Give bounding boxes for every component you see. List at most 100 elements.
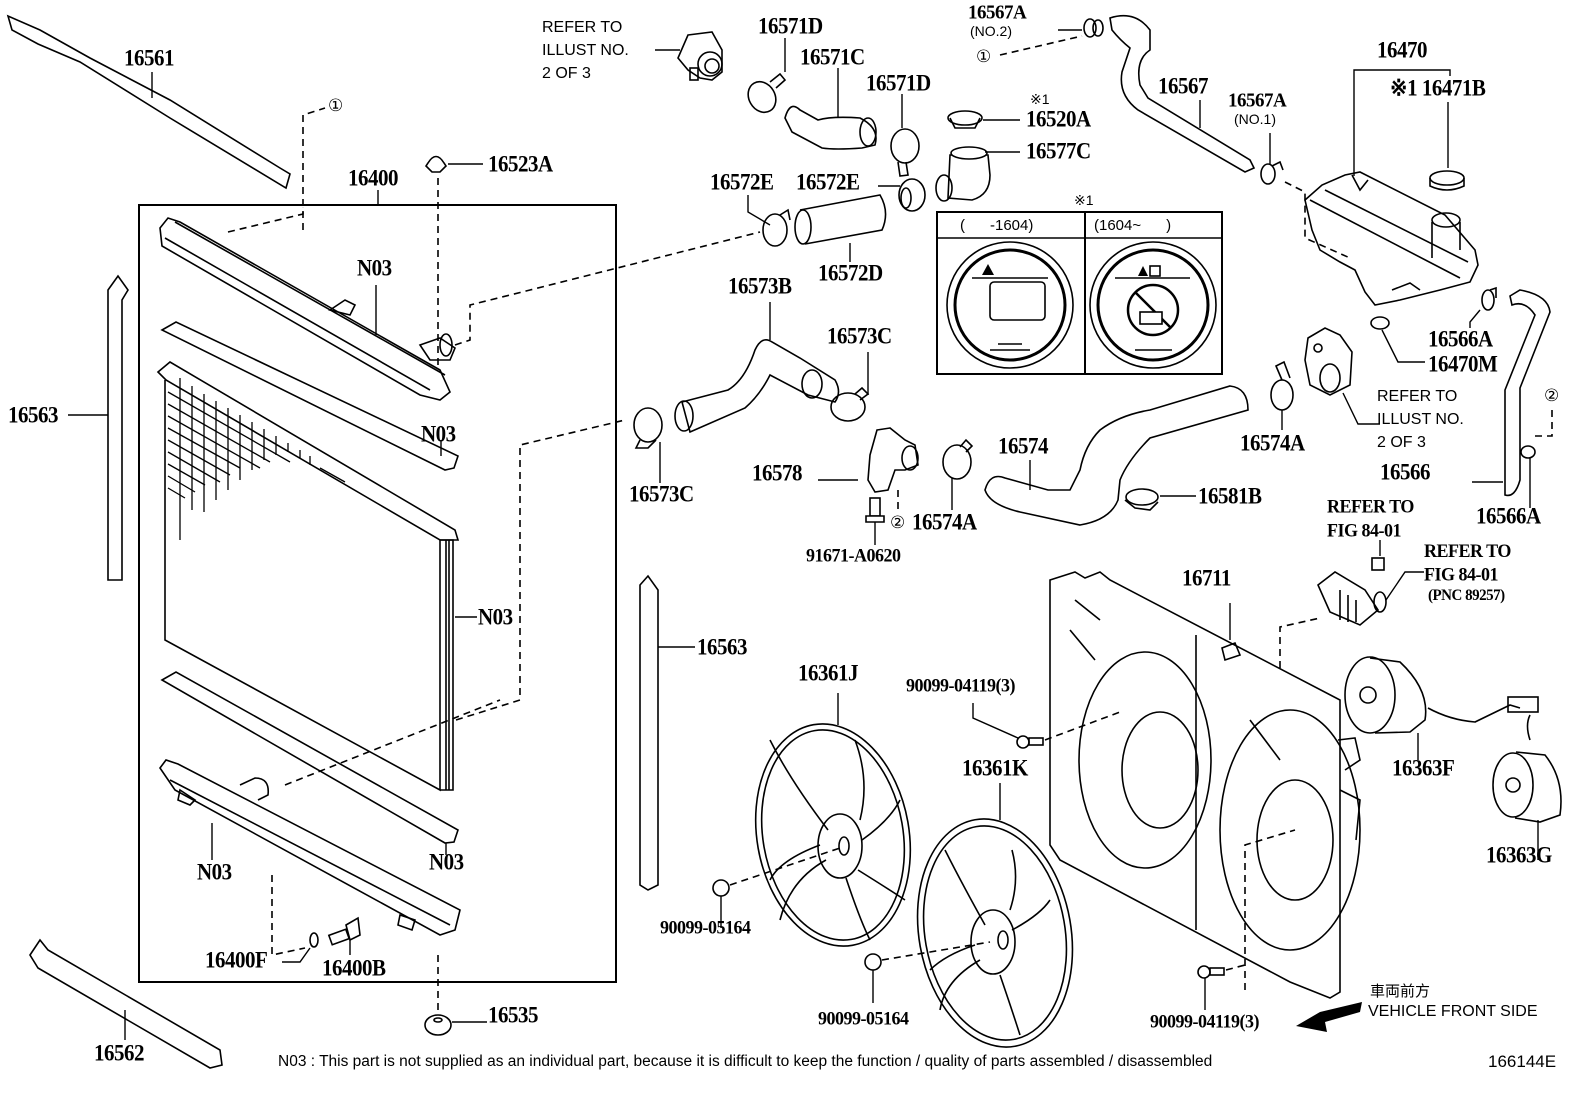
fan-motor-connector[interactable] bbox=[1507, 696, 1539, 713]
label-16363F[interactable]: 16363F bbox=[1392, 755, 1455, 781]
part-16573B-hose[interactable] bbox=[674, 339, 840, 434]
part-16581B-clamp[interactable] bbox=[1124, 488, 1159, 511]
label-16572D[interactable]: 16572D bbox=[818, 260, 883, 286]
label-16577C[interactable]: 16577C bbox=[1026, 138, 1091, 164]
part-upper-tank[interactable] bbox=[159, 217, 456, 401]
label-n03-upper[interactable]: N03 bbox=[421, 421, 456, 447]
label-16571C[interactable]: 16571C bbox=[800, 44, 865, 70]
label-16571D-b[interactable]: 16571D bbox=[866, 70, 931, 96]
part-16567A-no2-clamp[interactable] bbox=[1083, 18, 1104, 38]
part-16567-hose[interactable] bbox=[1109, 14, 1256, 173]
label-90099-05164-a[interactable]: 90099-05164 bbox=[660, 916, 751, 938]
part-fan-resistor-ref[interactable] bbox=[1317, 571, 1387, 626]
part-16571D-clamp-b[interactable] bbox=[890, 128, 920, 177]
label-16363G[interactable]: 16363G bbox=[1486, 842, 1552, 868]
part-16571C-hose[interactable] bbox=[784, 105, 877, 150]
part-16400B-drain-cock[interactable] bbox=[327, 916, 361, 946]
label-16561[interactable]: 16561 bbox=[124, 45, 175, 71]
part-16563-left-seal[interactable] bbox=[107, 274, 129, 581]
part-16573C-clamp-b[interactable] bbox=[633, 407, 663, 449]
part-16571D-clamp-a[interactable] bbox=[743, 72, 787, 117]
part-16470M-cap[interactable] bbox=[1370, 316, 1390, 330]
label-16562[interactable]: 16562 bbox=[94, 1040, 145, 1066]
part-16566A-clamp-a[interactable] bbox=[1481, 286, 1497, 311]
part-16363G-fan-motor[interactable] bbox=[1492, 714, 1562, 823]
part-16567A-no1-clamp[interactable] bbox=[1260, 160, 1284, 185]
label-16520A[interactable]: 16520A bbox=[1026, 106, 1091, 132]
label-16470[interactable]: 16470 bbox=[1377, 37, 1428, 63]
label-16567A-no1[interactable]: 16567A bbox=[1228, 89, 1287, 112]
label-16711[interactable]: 16711 bbox=[1182, 565, 1231, 591]
part-16574-hose[interactable] bbox=[984, 385, 1249, 526]
label-16400F[interactable]: 16400F bbox=[205, 947, 268, 973]
label-n03-side[interactable]: N03 bbox=[478, 604, 513, 630]
part-16400F-oring[interactable] bbox=[309, 932, 319, 948]
part-16574A-clamp-b[interactable] bbox=[1270, 360, 1294, 411]
label-16581B[interactable]: 16581B bbox=[1198, 483, 1262, 509]
label-n03-bottom[interactable]: N03 bbox=[197, 859, 232, 885]
label-16566A-a[interactable]: 16566A bbox=[1428, 326, 1493, 352]
part-lower-tank[interactable] bbox=[159, 759, 461, 936]
label-16567[interactable]: 16567 bbox=[1158, 73, 1209, 99]
part-16566-hose[interactable] bbox=[1504, 289, 1551, 497]
part-16578-union[interactable] bbox=[867, 427, 919, 493]
label-16471B[interactable]: ※1 16471B bbox=[1390, 75, 1486, 101]
part-16574A-clamp-a[interactable] bbox=[942, 438, 974, 480]
part-16572E-clamp-a[interactable] bbox=[762, 208, 791, 247]
part-91671-bolt[interactable] bbox=[865, 497, 885, 523]
label-16563-left[interactable]: 16563 bbox=[8, 402, 59, 428]
label-16573B[interactable]: 16573B bbox=[728, 273, 792, 299]
part-n03-upper-plate[interactable] bbox=[160, 321, 459, 471]
part-16572E-clamp-b[interactable] bbox=[898, 178, 926, 212]
label-16535[interactable]: 16535 bbox=[488, 1002, 539, 1028]
part-90099-04119-bolt-a[interactable] bbox=[1016, 735, 1044, 749]
part-16573C-clamp-a[interactable] bbox=[830, 386, 870, 422]
label-16563-right[interactable]: 16563 bbox=[697, 634, 748, 660]
part-90099-04119-bolt-b[interactable] bbox=[1197, 965, 1225, 979]
part-16562-lower-seal[interactable] bbox=[29, 938, 223, 1069]
part-16520A-radiator-cap[interactable] bbox=[947, 110, 983, 129]
part-16361J-fan[interactable] bbox=[739, 712, 928, 959]
part-16470-reservoir-tank[interactable] bbox=[1304, 171, 1479, 306]
part-water-outlet-ref[interactable] bbox=[1304, 327, 1353, 396]
part-n03-lower-plate[interactable] bbox=[160, 671, 459, 844]
part-radiator-core[interactable] bbox=[156, 361, 460, 792]
label-n03-lower[interactable]: N03 bbox=[429, 849, 464, 875]
label-16400[interactable]: 16400 bbox=[348, 165, 399, 191]
label-16470M[interactable]: 16470M bbox=[1428, 351, 1498, 377]
label-16572E-b[interactable]: 16572E bbox=[796, 169, 860, 195]
label-16361J[interactable]: 16361J bbox=[798, 660, 859, 686]
part-water-inlet-ref[interactable] bbox=[677, 31, 723, 81]
label-16578[interactable]: 16578 bbox=[752, 460, 803, 486]
label-16574A-b[interactable]: 16574A bbox=[1240, 430, 1305, 456]
label-90099-05164-b[interactable]: 90099-05164 bbox=[818, 1007, 909, 1029]
label-16572E-a[interactable]: 16572E bbox=[710, 169, 774, 195]
part-16577C-filler-neck[interactable] bbox=[935, 146, 991, 202]
label-16567A-no2[interactable]: 16567A bbox=[968, 1, 1027, 24]
label-16523A[interactable]: 16523A bbox=[488, 151, 553, 177]
part-16363F-fan-motor[interactable] bbox=[1344, 656, 1427, 734]
label-16573C-a[interactable]: 16573C bbox=[827, 323, 892, 349]
label-90099-04119-a[interactable]: 90099-04119(3) bbox=[906, 674, 1016, 696]
label-n03-top[interactable]: N03 bbox=[357, 255, 392, 281]
label-16400B[interactable]: 16400B bbox=[322, 955, 386, 981]
part-16535-mount[interactable] bbox=[424, 1014, 452, 1036]
label-91671-A0620[interactable]: 91671-A0620 bbox=[806, 544, 901, 566]
part-16563-right-seal[interactable] bbox=[639, 574, 659, 891]
label-16361K[interactable]: 16361K bbox=[962, 755, 1028, 781]
part-16471B-reservoir-cap[interactable] bbox=[1429, 170, 1465, 191]
part-16361K-fan[interactable] bbox=[900, 807, 1090, 1060]
label-90099-04119-b[interactable]: 90099-04119(3) bbox=[1150, 1010, 1260, 1032]
label-16574A-a[interactable]: 16574A bbox=[912, 509, 977, 535]
label-16574[interactable]: 16574 bbox=[998, 433, 1049, 459]
part-90099-05164-nut-a[interactable] bbox=[712, 879, 730, 897]
part-16523A-cap[interactable] bbox=[424, 155, 448, 173]
part-90099-05164-nut-b[interactable] bbox=[864, 953, 882, 971]
label-16571D-a[interactable]: 16571D bbox=[758, 13, 823, 39]
label-16566A-b[interactable]: 16566A bbox=[1476, 503, 1541, 529]
label-16566[interactable]: 16566 bbox=[1380, 459, 1431, 485]
part-16572D-hose[interactable] bbox=[794, 194, 887, 245]
part-16561-upper-seal[interactable] bbox=[6, 14, 291, 190]
part-resistor-screw[interactable] bbox=[1371, 557, 1385, 571]
label-16573C-b[interactable]: 16573C bbox=[629, 481, 694, 507]
